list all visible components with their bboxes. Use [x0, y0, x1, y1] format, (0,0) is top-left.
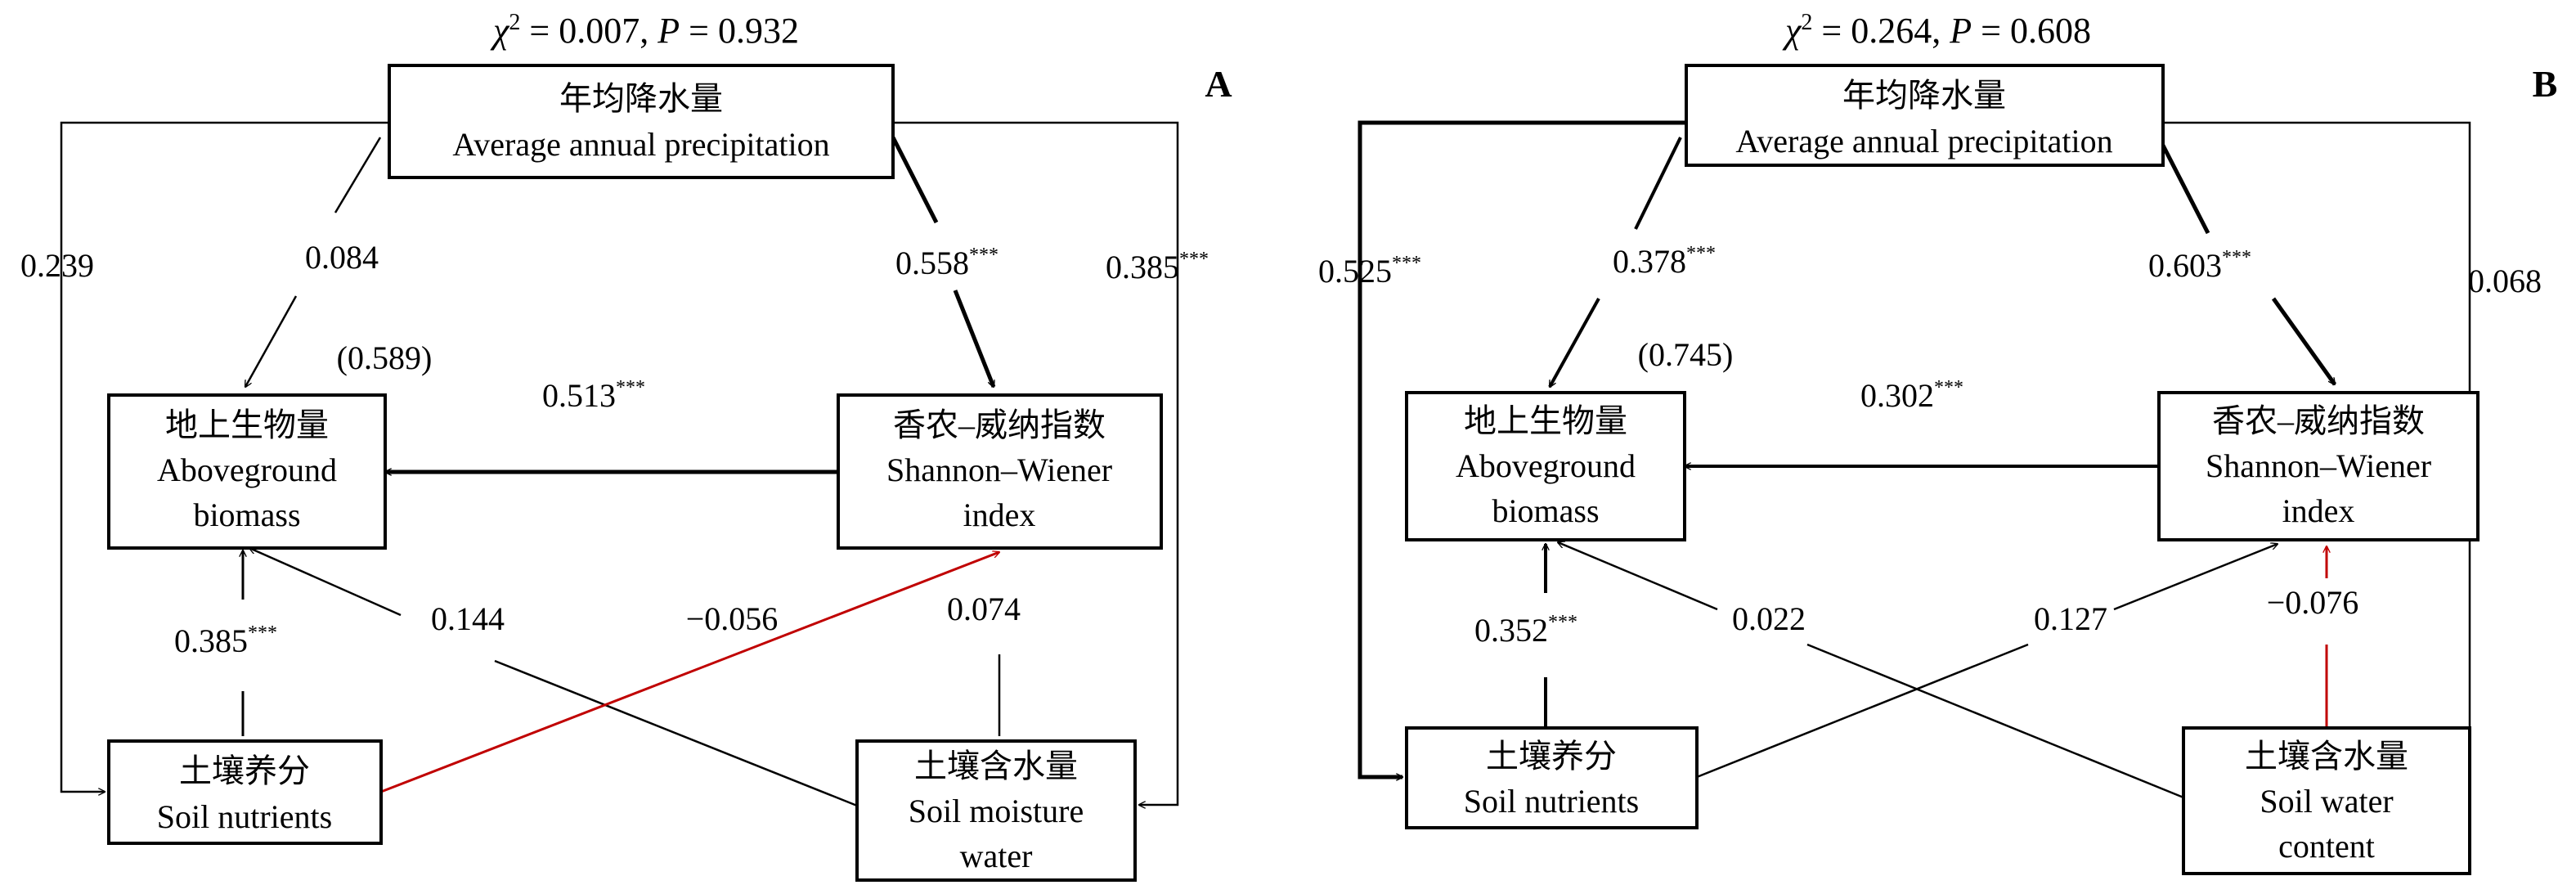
- panel-b-fit-statistics: χ2 = 0.264, P = 0.608: [1782, 10, 2091, 51]
- panel-b: χ2 = 0.264, P = 0.608 B 年均降水量 Average an…: [1318, 10, 2558, 875]
- node-aboveground-biomass: 地上生物量 Aboveground biomass: [107, 393, 387, 550]
- node-label-en: Soil water: [2260, 783, 2393, 820]
- path-moisture-to-biomass-upper: [1558, 542, 1718, 611]
- node-precipitation: 年均降水量 Average annual precipitation: [1685, 64, 2165, 167]
- path-precip-to-biomass-upper: [1634, 137, 1682, 230]
- path-moisture-to-biomass-lower: [1806, 643, 2184, 799]
- node-label-en: Soil moisture: [909, 793, 1084, 829]
- node-label-en-2: index: [2282, 492, 2355, 529]
- path-precip-to-moisture: [893, 121, 1179, 805]
- p-symbol: P: [657, 11, 680, 51]
- node-label-en-2: index: [963, 496, 1036, 533]
- coef-precip-nutrients: 0.525***: [1318, 253, 1421, 290]
- node-label-zh: 香农–威纳指数: [2212, 402, 2425, 439]
- node-soil-moisture: 土壤含水量 Soil water content: [2182, 726, 2471, 875]
- node-label-en: Aboveground: [157, 451, 337, 488]
- coef-shannon-biomass: 0.513***: [542, 377, 645, 414]
- node-precipitation: 年均降水量 Average annual precipitation: [388, 64, 895, 179]
- coef-precip-shannon: 0.558***: [895, 245, 999, 281]
- coef-moisture-shannon: −0.076: [2267, 584, 2359, 621]
- p-value: = 0.932: [680, 11, 799, 51]
- node-label-zh: 土壤养分: [1486, 738, 1617, 775]
- coef-precip-biomass: 0.378***: [1613, 243, 1716, 280]
- r-squared-biomass: (0.589): [337, 339, 433, 376]
- node-label-en-2: content: [2278, 828, 2375, 865]
- node-aboveground-biomass: 地上生物量 Aboveground biomass: [1405, 391, 1686, 541]
- path-precip-to-biomass-lower: [245, 295, 298, 387]
- coef-precip-shannon: 0.603***: [2148, 247, 2251, 284]
- coef-precip-moisture: 0.068: [2468, 263, 2542, 299]
- chi-value: = 0.007,: [520, 11, 657, 51]
- node-soil-nutrients: 土壤养分 Soil nutrients: [1405, 726, 1699, 829]
- node-label-en-2: biomass: [1492, 492, 1599, 529]
- coef-shannon-biomass: 0.302***: [1860, 377, 1963, 414]
- path-nutrients-to-shannon-upper: [2113, 544, 2278, 611]
- node-label-zh: 年均降水量: [1842, 77, 2006, 114]
- panel-b-label: B: [2533, 63, 2558, 105]
- chi-superscript: 2: [509, 10, 520, 35]
- panel-a: χ2 = 0.007, P = 0.932 A 年均降水量 Average an…: [20, 10, 1232, 882]
- panel-a-label: A: [1205, 63, 1232, 105]
- node-label-zh: 土壤含水量: [2245, 738, 2408, 775]
- path-precip-to-biomass-upper: [334, 137, 382, 213]
- node-label-en: Shannon–Wiener: [2206, 447, 2431, 484]
- node-label-en: Soil nutrients: [157, 798, 332, 835]
- node-label-en: Average annual precipitation: [1735, 123, 2112, 159]
- path-precip-to-biomass-lower: [1548, 298, 1600, 387]
- node-label-zh: 香农–威纳指数: [893, 407, 1106, 443]
- path-moisture-to-biomass-upper: [249, 548, 402, 617]
- p-value: = 0.608: [1972, 11, 2091, 51]
- coef-nutrients-biomass: 0.352***: [1474, 612, 1577, 649]
- coef-precip-moisture: 0.385***: [1106, 249, 1209, 285]
- node-label-zh: 地上生物量: [165, 407, 329, 443]
- node-label-en: Soil nutrients: [1464, 783, 1639, 820]
- node-label-en-2: water: [960, 838, 1033, 874]
- chi-symbol: χ: [490, 11, 510, 51]
- node-label-zh: 土壤养分: [179, 752, 310, 789]
- node-label-zh: 土壤含水量: [914, 748, 1078, 784]
- coef-moisture-shannon: 0.074: [947, 591, 1021, 627]
- chi-superscript: 2: [1801, 10, 1812, 35]
- path-precip-to-shannon-lower: [953, 290, 996, 387]
- chi-value: = 0.264,: [1812, 11, 1950, 51]
- coef-precip-biomass: 0.084: [305, 239, 379, 276]
- node-label-en: Shannon–Wiener: [886, 451, 1112, 488]
- coef-nutrients-biomass: 0.385***: [174, 622, 277, 659]
- path-precip-to-nutrients: [60, 121, 389, 792]
- path-nutrients-to-shannon: [380, 552, 999, 793]
- node-soil-moisture: 土壤含水量 Soil moisture water: [855, 739, 1137, 882]
- node-shannon-wiener-index: 香农–威纳指数 Shannon–Wiener index: [2157, 391, 2480, 541]
- path-precip-to-nutrients: [1358, 120, 1686, 777]
- p-symbol: P: [1949, 11, 1972, 51]
- node-label-en-2: biomass: [193, 496, 300, 533]
- path-nutrients-to-shannon-lower: [1696, 643, 2029, 779]
- r-squared-biomass: (0.745): [1638, 336, 1734, 373]
- node-label-zh: 年均降水量: [559, 80, 723, 117]
- node-label-en: Aboveground: [1456, 447, 1636, 484]
- node-shannon-wiener-index: 香农–威纳指数 Shannon–Wiener index: [837, 393, 1163, 550]
- panel-a-fit-statistics: χ2 = 0.007, P = 0.932: [490, 10, 799, 51]
- path-precip-to-shannon-upper: [2156, 136, 2210, 235]
- coef-nutrients-shannon: 0.127: [2034, 600, 2107, 637]
- coef-precip-nutrients: 0.239: [20, 247, 94, 284]
- path-precip-to-shannon-upper: [891, 136, 939, 224]
- node-label-en: Average annual precipitation: [452, 126, 829, 163]
- coef-moisture-biomass: 0.022: [1732, 600, 1806, 637]
- node-label-zh: 地上生物量: [1464, 402, 1627, 439]
- path-precip-to-shannon-lower: [2271, 297, 2337, 384]
- path-moisture-to-biomass-lower: [494, 659, 858, 807]
- chi-symbol: χ: [1782, 11, 1802, 51]
- coef-moisture-biomass: 0.144: [431, 600, 505, 637]
- coef-nutrients-shannon: −0.056: [686, 600, 779, 637]
- node-soil-nutrients: 土壤养分 Soil nutrients: [107, 739, 383, 845]
